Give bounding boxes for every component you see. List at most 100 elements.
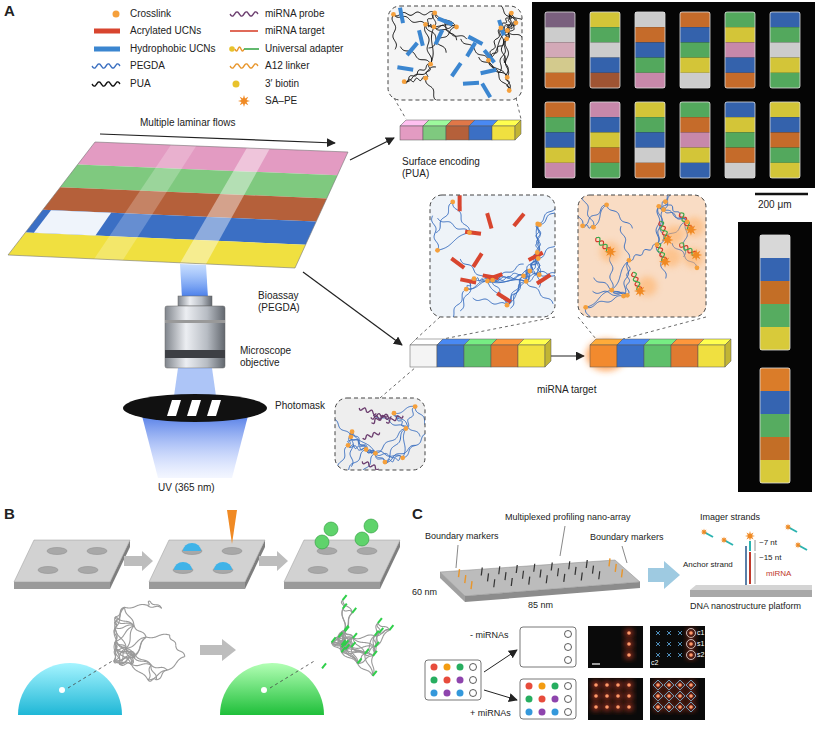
crosslink: [604, 202, 609, 207]
particle-segment: [680, 117, 710, 132]
particle-segment: [590, 117, 620, 132]
mirna-probe: [362, 461, 378, 469]
particle-outline: [590, 12, 620, 88]
hydrogel-bead: [324, 522, 338, 536]
capture-strand: [569, 561, 570, 569]
substrate-plate: [14, 540, 130, 589]
legend-label: Crosslink: [130, 8, 171, 20]
particle-segment: [760, 235, 790, 258]
particle-segment: [545, 12, 575, 27]
spot: [594, 705, 598, 709]
scale-bar: [592, 663, 600, 664]
array-spot: [431, 664, 438, 671]
particle-segment: [545, 148, 575, 163]
spot-mark: [686, 702, 696, 712]
particle-segment: [492, 126, 515, 140]
layout-box: [425, 660, 481, 700]
crosslink: [464, 287, 469, 292]
spot-glow: [593, 704, 599, 710]
polymer-chain: [607, 205, 633, 229]
particle-outline: [760, 235, 790, 350]
spot-glow: [677, 682, 683, 688]
particle-segment: [635, 73, 665, 88]
legend-line: [92, 64, 120, 68]
array-spot: [552, 709, 559, 716]
super-resolution-image: [650, 626, 705, 668]
hydrogel-drop: [174, 562, 192, 570]
array-spot-open: [470, 690, 477, 697]
polymer-chain: [344, 645, 365, 654]
particle-segment: [545, 73, 575, 88]
spot: [678, 705, 682, 709]
inset-ground: [388, 6, 522, 100]
polymer-chain: [344, 613, 352, 631]
annotation-label: ~7 nt: [759, 538, 777, 547]
unexposed-region: [34, 210, 111, 235]
particle-outline: [725, 12, 755, 88]
spot-glow: [604, 693, 610, 699]
exposed-column: [94, 145, 196, 260]
particle-side: [515, 120, 521, 140]
spot-glow: [688, 630, 694, 636]
boundary-marker: [622, 569, 623, 577]
annotation-label: + miRNAs: [470, 708, 511, 718]
spot: [689, 705, 693, 709]
spot: [667, 683, 671, 687]
process-arrow: [549, 355, 584, 356]
particle-segment: [770, 58, 800, 73]
polymer-chain: [510, 276, 523, 308]
nanoparticle-rod: [483, 275, 499, 278]
particle-segment: [590, 132, 620, 147]
particle-segment: [760, 460, 790, 483]
polymer-chain: [116, 607, 124, 616]
crosslink: [432, 11, 437, 16]
spot: [678, 683, 682, 687]
polymer-chain: [338, 637, 342, 647]
capture-strand: [529, 577, 530, 585]
dome-highlight: [261, 687, 267, 693]
zoom-leader: [394, 98, 406, 119]
particle-segment: [545, 42, 575, 57]
nanoparticle-rod: [438, 18, 453, 24]
polymer-chain: [593, 205, 606, 227]
empty-mark: [667, 653, 671, 657]
particle-segment: [590, 148, 620, 163]
annotation-label: - miRNAs: [470, 630, 509, 640]
imager-strand: [749, 541, 751, 551]
assay-particle: [410, 339, 551, 367]
crosslink: [537, 272, 542, 277]
array-spot: [457, 677, 464, 684]
annotation-label: DNA nanostructure platform: [690, 601, 801, 611]
spot-mark: [664, 702, 674, 712]
spot: [667, 694, 671, 698]
plate-top: [14, 540, 130, 582]
origami-top: [440, 560, 640, 596]
nanoparticle-rod: [400, 8, 403, 24]
legend-label: 3′ biotin: [265, 78, 299, 90]
leader-line: [560, 526, 565, 556]
step-arrow: [200, 639, 236, 661]
polymer-chain: [343, 449, 366, 470]
empty-mark: [678, 642, 682, 646]
hydrogel-bead: [364, 519, 378, 533]
spot: [689, 642, 693, 646]
polymer-chain: [394, 406, 415, 413]
polymer-chain: [436, 202, 453, 233]
legend-label: PUA: [130, 78, 151, 90]
polymer-chain: [126, 648, 134, 654]
assay-particle: [590, 339, 731, 367]
crosslink: [485, 279, 490, 284]
plate-side: [284, 582, 380, 589]
polymer-chain: [126, 648, 131, 664]
particle-segment: [680, 12, 710, 27]
spot: [667, 705, 671, 709]
boundary-marker: [615, 564, 616, 572]
particle-segment: [760, 258, 790, 281]
process-arrow: [350, 138, 394, 160]
particle-segment: [725, 73, 755, 88]
spot-glow: [655, 682, 661, 688]
crosslink: [621, 294, 626, 299]
particle-segment: [760, 391, 790, 414]
capture-probe: [379, 628, 383, 633]
